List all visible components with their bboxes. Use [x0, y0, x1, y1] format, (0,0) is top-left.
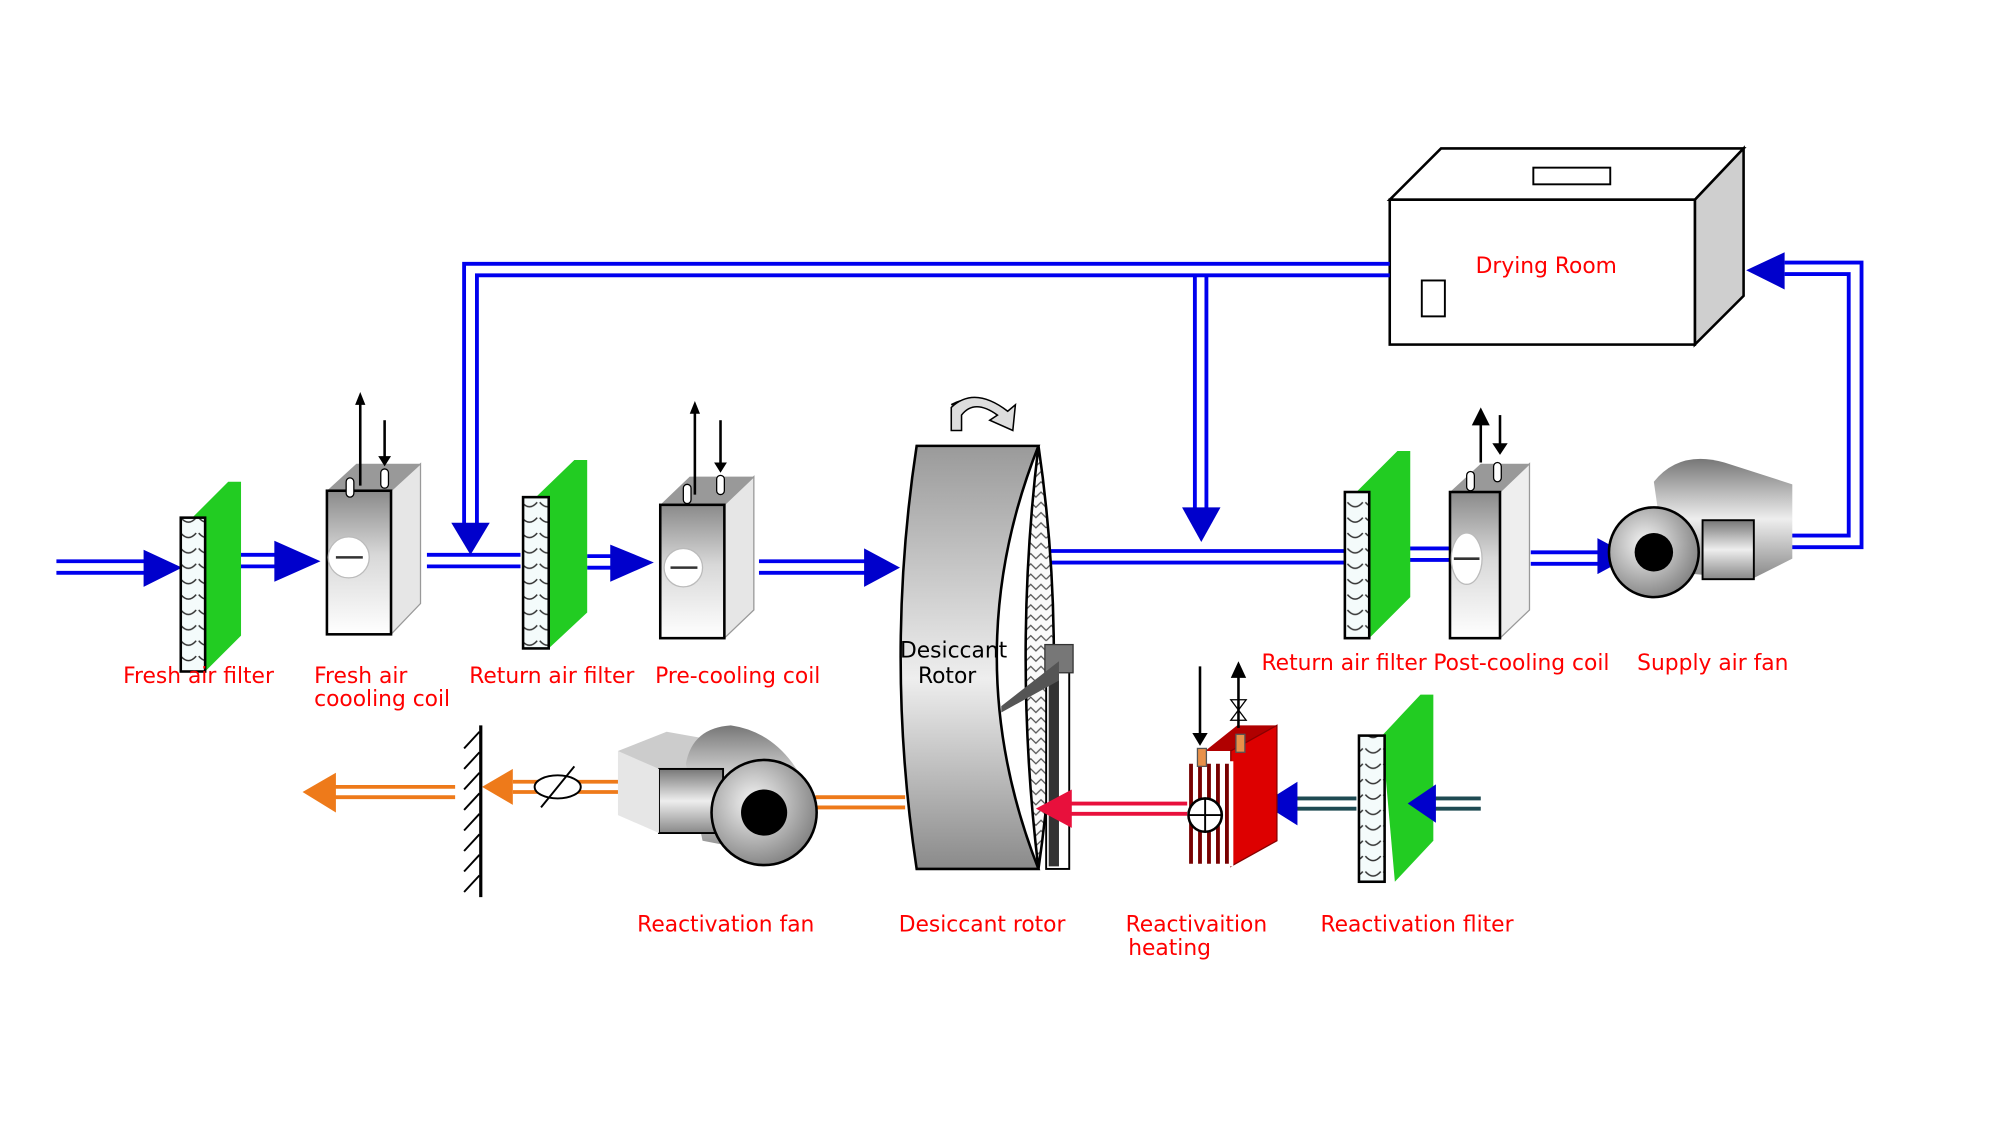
arrow-icon — [1746, 252, 1785, 290]
reactivation-inlet-pipes — [1262, 781, 1481, 826]
arrow-icon — [610, 544, 654, 582]
vent-icon — [1532, 166, 1612, 186]
heated-air-pipe — [1035, 789, 1188, 828]
label-reactivation-heating-1: Reactivaition — [1126, 913, 1267, 938]
label-post-cooling-coil: Post-cooling coil — [1433, 651, 1609, 676]
drying-room-label: Drying Room — [1476, 254, 1617, 279]
exhaust-pipes — [302, 765, 906, 813]
pre-cooling-coil — [658, 400, 755, 640]
supply-air-fan — [1607, 458, 1793, 599]
reactivation-filter — [1357, 694, 1434, 884]
rotor-inner-label-line2: Rotor — [918, 664, 976, 689]
drying-room: Drying Room — [1386, 145, 1747, 348]
arrow-icon — [451, 522, 490, 555]
return-air-filter-left — [521, 459, 588, 650]
label-reactivation-fan: Reactivation fan — [637, 913, 814, 938]
exhaust-wall — [463, 725, 483, 898]
process-air-pipes — [56, 260, 1864, 575]
rotation-arrow-icon — [950, 396, 1017, 432]
label-supply-air-fan: Supply air fan — [1637, 651, 1788, 676]
arrow-icon — [143, 549, 183, 587]
label-desiccant-rotor: Desiccant rotor — [899, 913, 1066, 938]
return-air-filter-right — [1343, 450, 1411, 640]
label-fresh-air-cooling-coil-2: coooling coil — [314, 687, 450, 712]
rotor-inner-label-line1: Desiccant — [900, 638, 1008, 663]
post-cooling-coil — [1448, 407, 1531, 640]
label-return-air-filter-right: Return air filter — [1262, 651, 1427, 676]
arrow-icon — [274, 540, 321, 582]
label-reactivation-filter: Reactivation fliter — [1321, 913, 1514, 938]
label-pre-cooling-coil: Pre-cooling coil — [655, 664, 820, 689]
label-return-air-filter-left: Return air filter — [469, 664, 634, 689]
arrow-icon — [864, 548, 900, 587]
label-reactivation-heating-2: heating — [1128, 936, 1211, 961]
arrow-icon — [1182, 507, 1221, 543]
desiccant-rotor: Desiccant Rotor — [899, 396, 1074, 871]
fresh-air-filter — [179, 481, 242, 673]
fresh-air-cooling-coil — [325, 392, 422, 636]
reactivation-fan — [617, 725, 818, 867]
component-labels: Fresh air filter Fresh air coooling coil… — [123, 651, 1788, 961]
label-fresh-air-cooling-coil-1: Fresh air — [314, 664, 407, 689]
reactivation-heater — [1187, 661, 1278, 868]
label-fresh-air-filter: Fresh air filter — [123, 664, 274, 689]
door-icon — [1420, 279, 1446, 318]
